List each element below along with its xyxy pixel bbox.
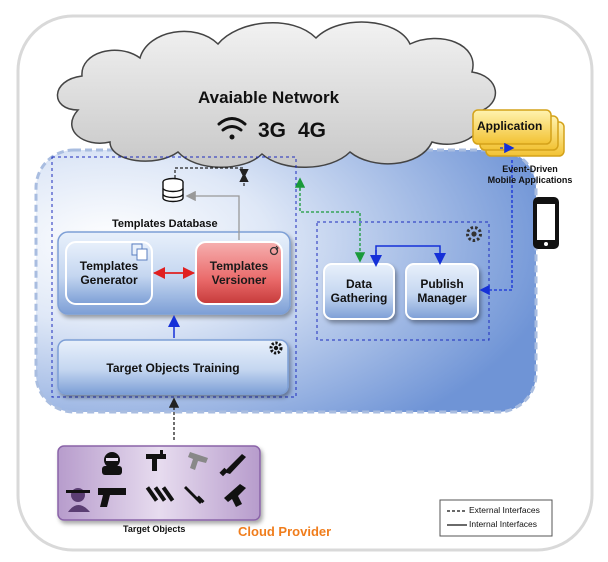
knife-icon (219, 454, 246, 477)
templates-versioner-box (195, 241, 283, 305)
ammo-icon (145, 486, 175, 502)
network-title: Avaiable Network (198, 88, 340, 107)
services-boundary (316, 221, 490, 341)
legend-internal-label: Internal Interfaces (469, 519, 538, 529)
band-3g-label: 3G (258, 119, 287, 142)
uzi-icon (146, 450, 166, 471)
publish-manager-line1: Publish (420, 277, 464, 291)
templates-database-label: Templates Database (112, 218, 218, 230)
pistol-icon (98, 488, 126, 507)
legend-external-label: External Interfaces (469, 505, 540, 515)
templates-generator-label: Templates Generator (66, 259, 152, 287)
application-caption: Event-Driven Mobile Applications (472, 164, 588, 186)
gear-icon (466, 226, 482, 242)
application-caption-line1: Event-Driven (502, 164, 558, 174)
hidden-person-icon (66, 488, 90, 512)
target-objects-training-label: Target Objects Training (106, 361, 240, 375)
templates-generator-box (65, 241, 153, 305)
publish-manager-label: Publish Manager (406, 277, 478, 305)
refresh-icon (269, 245, 279, 256)
application-label: Application (477, 119, 543, 133)
revolver-icon (188, 452, 208, 470)
application-stack (472, 109, 565, 157)
legend-box (439, 499, 553, 537)
template-engine-boundary (51, 156, 297, 398)
versioner-line1: Templates (209, 259, 269, 273)
smartphone-icon (533, 197, 559, 249)
data-gathering-line2: Gathering (330, 291, 388, 305)
target-objects-caption: Target Objects (123, 524, 186, 534)
dagger-icon (184, 486, 205, 504)
target-objects-training-box (57, 339, 289, 395)
arrow-versioner-to-database (185, 190, 240, 240)
generator-line2: Generator (80, 273, 138, 287)
application-caption-line2: Mobile Applications (487, 175, 573, 185)
wifi-icon (217, 117, 247, 140)
document-icon (131, 243, 148, 261)
robber-mask-icon (102, 452, 122, 475)
data-gathering-label: Data Gathering (324, 277, 394, 305)
arrow-network-to-data-gathering (299, 183, 366, 263)
publish-manager-line2: Manager (417, 291, 467, 305)
target-object-icons (66, 450, 246, 512)
network-cloud (56, 21, 496, 168)
data-gathering-line1: Data (345, 277, 372, 291)
generator-line1: Templates (79, 259, 139, 273)
database-icon (162, 177, 184, 203)
data-gathering-box (323, 263, 395, 320)
versioner-line2: Versioner (211, 273, 267, 287)
band-4g-label: 4G (298, 119, 327, 142)
arrow-application-to-publish (479, 160, 513, 296)
arrow-database-to-network (174, 167, 249, 179)
cloud-provider-label: Cloud Provider (238, 524, 332, 539)
gun-icon (224, 484, 246, 507)
gear-icon (269, 341, 283, 355)
templates-versioner-label: Templates Versioner (196, 259, 282, 287)
